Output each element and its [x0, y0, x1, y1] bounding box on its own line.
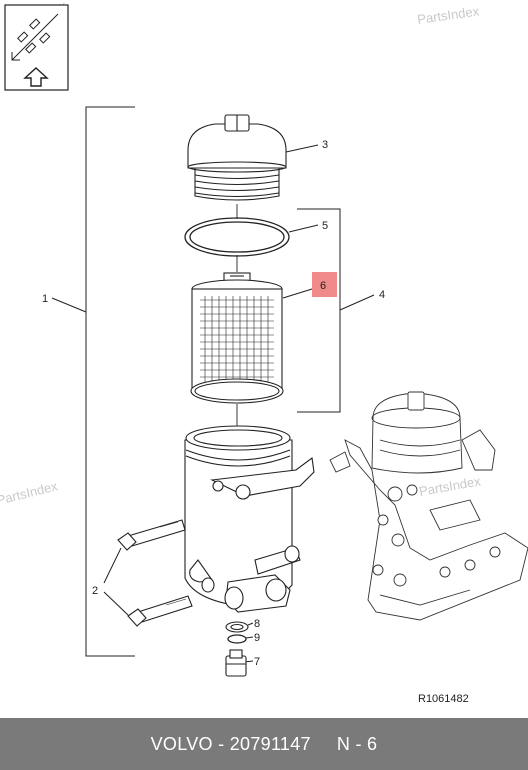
- part-o-ring-small: [227, 634, 247, 644]
- part-drain-plug: [225, 649, 247, 677]
- callout-9: 9: [254, 632, 260, 644]
- callout-8: 8: [254, 618, 260, 630]
- callout-1: 1: [42, 293, 48, 305]
- footer-position: N - 6: [336, 733, 378, 754]
- callout-6: 6: [320, 280, 326, 292]
- callout-5: 5: [322, 220, 328, 232]
- part-oil-filter-cap: [187, 114, 287, 201]
- callout-4: 4: [379, 289, 385, 301]
- footer-bar: VOLVO - 20791147 N - 6: [0, 718, 528, 770]
- part-seal-ring: [225, 621, 249, 633]
- bracket-filter-kit: [297, 208, 375, 413]
- highlight-callout-6: [312, 272, 337, 297]
- parts-diagram: PartsIndex PartsIndex PartsIndex PartsIn…: [0, 0, 528, 705]
- engine-mounted-assembly: [329, 391, 528, 621]
- callout-7: 7: [254, 656, 260, 668]
- part-filter-element: [190, 272, 284, 404]
- orientation-arrow-icon: [4, 4, 69, 91]
- callout-3: 3: [322, 139, 328, 151]
- bracket-assembly: [51, 106, 135, 657]
- callout-2: 2: [92, 585, 98, 597]
- footer-brand-part: VOLVO - 20791147: [150, 733, 311, 754]
- watermark-mid-right: PartsIndex: [418, 473, 482, 499]
- part-mounting-bolts: [117, 519, 193, 627]
- part-o-ring: [184, 217, 290, 257]
- reference-number: R1061482: [418, 693, 469, 705]
- part-filter-housing: [184, 425, 315, 613]
- watermark-top-right: PartsIndex: [416, 3, 480, 27]
- watermark-mid-left: PartsIndex: [0, 478, 60, 508]
